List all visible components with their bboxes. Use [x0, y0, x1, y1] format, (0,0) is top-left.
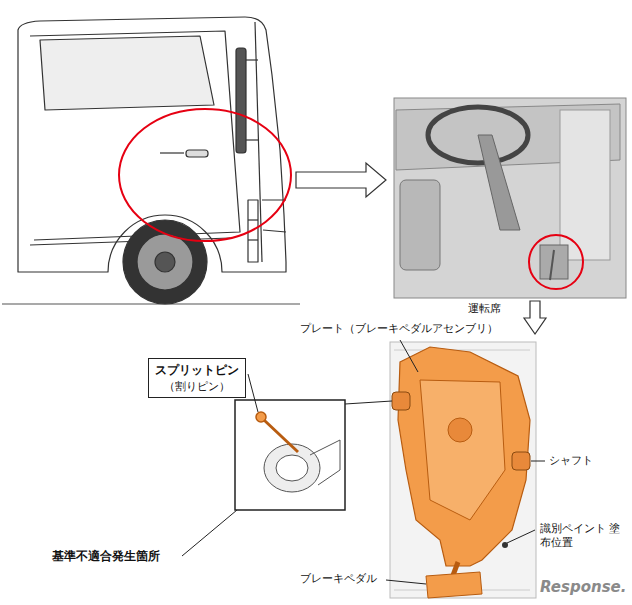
wheel-rim [137, 234, 193, 290]
cab-interior-view [394, 98, 626, 298]
leader-line [507, 530, 535, 543]
steering-column [478, 135, 520, 230]
leader-line [182, 510, 237, 556]
interior-frame [394, 98, 626, 298]
inset-frame [235, 400, 345, 510]
location-label: 運転席 [468, 302, 501, 316]
split-pin [264, 420, 298, 452]
note-label: 識別ペイント 塗布位置 [540, 522, 622, 550]
callout-title: スプリットピン [155, 362, 239, 379]
mirror-arm [246, 139, 258, 140]
brake-pedal [426, 572, 482, 598]
flow-arrow [524, 301, 546, 334]
clevis [276, 455, 308, 481]
detail-inset [235, 400, 345, 510]
split-pin [256, 412, 266, 422]
watermark: Response. [540, 578, 626, 597]
pivot-pin [392, 392, 410, 410]
clevis [310, 440, 340, 485]
wheel-hub [155, 252, 175, 272]
callout-subtitle: （割りピン） [155, 379, 239, 394]
door-line [160, 152, 184, 153]
cab-window [40, 36, 214, 110]
leader-line [345, 401, 392, 404]
truck-illustration [2, 17, 300, 304]
clevis [264, 444, 320, 492]
leader-line [386, 580, 426, 584]
door-handle [186, 150, 208, 157]
mirror-arm [246, 59, 258, 60]
leader-line [531, 461, 545, 462]
cab-step [248, 239, 258, 240]
highlight-circle [529, 235, 583, 289]
shaft [512, 452, 530, 470]
highlight-circle [119, 109, 291, 241]
part-label: プレート（ブレーキペダルアセンブリ） [300, 322, 498, 336]
mount-panel [390, 342, 536, 598]
part-label: ブレーキペダル [300, 572, 377, 586]
brake-pedal-plate [398, 347, 530, 566]
flow-arrow [296, 163, 386, 197]
callout-box: スプリットピン（割りピン） [148, 358, 246, 398]
driver-seat [400, 180, 440, 270]
side-mirror [236, 48, 246, 153]
brake-pedal-assembly [390, 342, 536, 598]
plate-detail [448, 418, 472, 442]
leader-line [400, 340, 418, 372]
leader-line [248, 374, 258, 412]
pedal-area [550, 250, 554, 280]
part-label: シャフト [549, 454, 593, 468]
pedal-area [540, 245, 568, 279]
note-label: 基準不適合発生箇所 [52, 549, 160, 564]
cab-step [248, 219, 258, 220]
ground-line [2, 303, 300, 304]
plate-detail [420, 380, 505, 520]
